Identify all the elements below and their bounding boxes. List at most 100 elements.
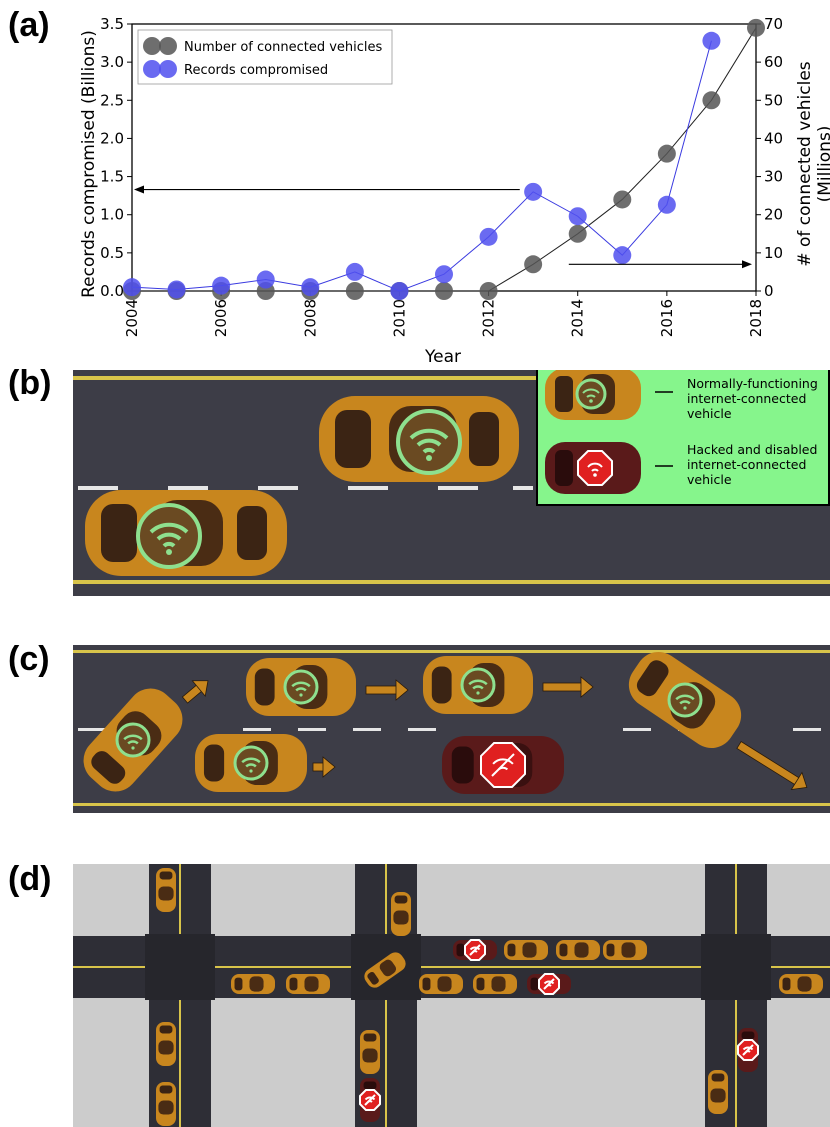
car-roof xyxy=(379,959,397,977)
wifi-arc xyxy=(472,685,484,690)
car-window xyxy=(367,971,379,985)
arrow-icon xyxy=(312,756,336,778)
arrow-head xyxy=(322,756,336,778)
x-tick-label: 2010 xyxy=(390,299,408,337)
y-left-tick-label: 2.5 xyxy=(100,91,124,109)
car-roof xyxy=(393,910,409,925)
connected-car xyxy=(85,490,287,576)
wifi-icon xyxy=(283,669,319,705)
connected-car xyxy=(708,1070,728,1114)
connected-car xyxy=(473,974,517,994)
connected-car xyxy=(423,656,533,714)
car-roof xyxy=(249,976,264,992)
car-roof xyxy=(158,886,174,901)
connected-car xyxy=(156,1022,176,1066)
slash xyxy=(491,753,515,777)
car-window xyxy=(254,668,275,706)
y-right-tick-label: 60 xyxy=(764,53,783,71)
wifi-arc xyxy=(241,757,261,764)
connected-car xyxy=(504,940,548,960)
y-right-tick-label: 70 xyxy=(764,15,783,33)
arrow-head xyxy=(580,676,594,698)
car-group xyxy=(83,651,808,794)
connected-car xyxy=(231,974,275,994)
arrow-shaft xyxy=(542,682,584,692)
connected-car xyxy=(195,734,307,792)
car-window xyxy=(159,871,173,880)
legend-box: Normally-functioning internet-connected … xyxy=(536,370,830,506)
data-point xyxy=(345,282,364,300)
wifi-ring xyxy=(460,667,496,703)
data-point xyxy=(702,91,721,110)
data-point xyxy=(479,282,498,300)
panel-label-a: (a) xyxy=(8,6,50,44)
car-window xyxy=(456,943,465,957)
wifi-icon xyxy=(396,409,462,475)
car-roof xyxy=(304,976,319,992)
connected-car xyxy=(156,1082,176,1126)
connected-car xyxy=(419,974,463,994)
stop-sign-icon xyxy=(538,973,560,995)
stop-sign-icon xyxy=(359,1089,381,1111)
wifi-arc xyxy=(543,980,555,985)
car-window xyxy=(476,977,485,991)
car-window xyxy=(422,977,431,991)
connected-car xyxy=(246,658,356,716)
wifi-ring xyxy=(283,669,319,705)
wifi-dot xyxy=(476,691,480,695)
legend-label: Records compromised xyxy=(184,63,328,78)
connected-car xyxy=(319,396,519,482)
stop-sign-icon xyxy=(464,939,486,961)
slash xyxy=(543,978,555,990)
hacked-car xyxy=(737,1028,759,1072)
car-window xyxy=(606,943,615,957)
wifi-icon xyxy=(667,682,703,718)
legend-hacked-line: Hacked and disabled xyxy=(687,442,817,457)
wifi-dot xyxy=(299,693,303,697)
car-window xyxy=(431,666,452,704)
car-group xyxy=(156,868,823,1126)
arrow-head xyxy=(191,680,209,698)
arrow-icon xyxy=(181,680,209,704)
car-window xyxy=(394,895,408,904)
y-left-tick-label: 3.5 xyxy=(100,15,124,33)
wifi-arc xyxy=(468,679,488,686)
car-window xyxy=(159,1025,173,1034)
wifi-ring xyxy=(115,722,151,758)
lane-line-bottom xyxy=(73,580,830,584)
car-roof xyxy=(491,976,506,992)
legend-normal-line: vehicle xyxy=(687,406,732,421)
connected-car xyxy=(628,651,742,749)
arrow-icon xyxy=(134,185,144,194)
x-tick-label: 2018 xyxy=(747,299,765,337)
wifi-arc xyxy=(123,734,143,741)
legend-normal-label: Normally-functioning internet-connected … xyxy=(687,376,822,421)
connected-car xyxy=(364,952,406,988)
x-tick-label: 2006 xyxy=(212,299,230,337)
wifi-dot xyxy=(131,746,135,750)
y-left-tick-label: 1.5 xyxy=(100,168,124,186)
car-window xyxy=(507,943,516,957)
connected-car xyxy=(556,940,600,960)
car-roof xyxy=(710,1088,726,1103)
data-point xyxy=(301,278,320,297)
legend-marker xyxy=(143,37,161,55)
hacked-car xyxy=(359,1078,381,1122)
y-axis-right-label-line: (Millions) xyxy=(815,126,830,203)
y-left-tick-label: 2.0 xyxy=(100,129,124,147)
arrow-icon xyxy=(736,741,808,791)
wifi-dot xyxy=(249,769,253,773)
stop-sign-icon xyxy=(737,1039,759,1061)
wifi-arc xyxy=(291,681,311,688)
center-dashes xyxy=(78,486,533,490)
intersection xyxy=(145,934,215,1000)
wifi-arc xyxy=(469,946,481,951)
car-window xyxy=(636,660,669,697)
wifi-arc xyxy=(492,758,514,765)
data-point xyxy=(435,282,453,300)
car-window xyxy=(234,977,243,991)
y-right-tick-label: 30 xyxy=(764,168,783,186)
data-point xyxy=(212,276,231,295)
data-point xyxy=(702,31,721,50)
